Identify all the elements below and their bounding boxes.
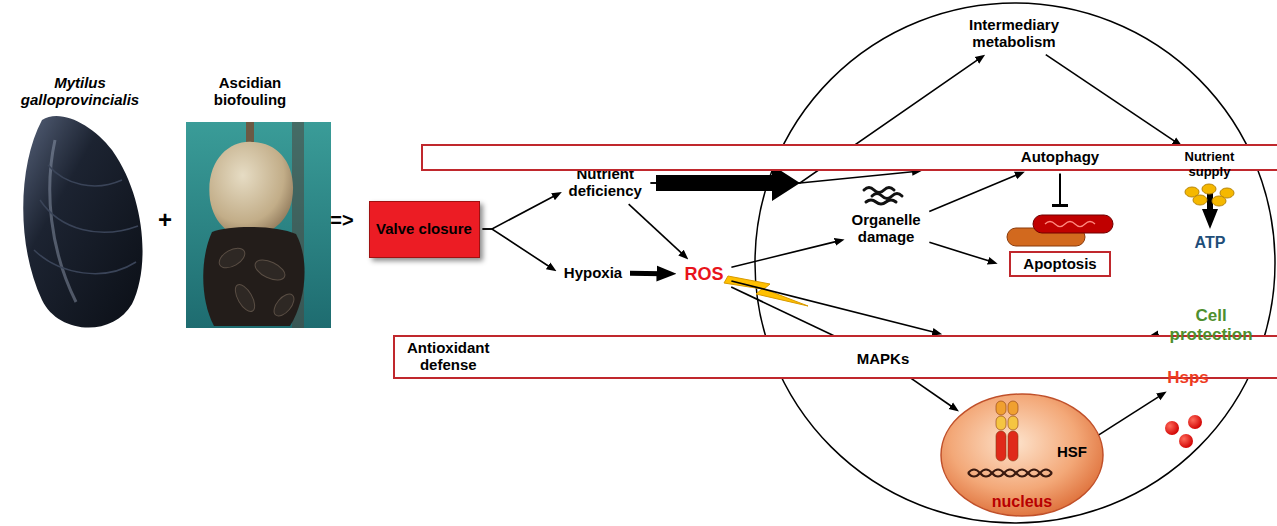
- arrow-connector: [630, 271, 663, 276]
- nutrient-coins: [1185, 184, 1234, 206]
- node-label: MAPKs: [856, 351, 910, 368]
- dna-strand: [968, 470, 1052, 477]
- arrow-connector: [1091, 395, 1161, 440]
- arrow-connector: [483, 229, 551, 268]
- cristae: [1045, 221, 1095, 226]
- text-node: MAPKs: [852, 349, 914, 370]
- text-node: Hsps: [1163, 366, 1214, 390]
- coin: [1202, 184, 1216, 194]
- arrow-connector: [929, 174, 1018, 211]
- arrow-connector: [1046, 55, 1177, 143]
- nucleus-ellipse: [941, 394, 1103, 516]
- node-label: Hypoxia: [563, 265, 623, 282]
- hsp-dot: [1179, 434, 1193, 448]
- node-label: Hsps: [1167, 368, 1210, 387]
- sea-water: [186, 122, 331, 328]
- hsf-subunit: [1008, 401, 1018, 415]
- node-label: Organelle damage: [852, 212, 921, 246]
- text-node: Nutrient supply: [1181, 148, 1240, 182]
- cell-outline: [755, 3, 1275, 523]
- growth-line: [48, 165, 122, 186]
- node-label: Nutrient supply: [1185, 150, 1235, 179]
- node-label: Intermediary metabolism: [969, 17, 1059, 51]
- figure-label: Ascidian biofouling: [213, 75, 287, 109]
- text-node: Organelle damage: [848, 210, 927, 248]
- process-box: Apoptosis: [1001, 209, 1120, 280]
- organelle-squiggle: [864, 188, 894, 193]
- node-label: ROS: [684, 264, 725, 284]
- text-node: HSF: [1053, 442, 1092, 463]
- text-node: Intermediary metabolism: [965, 15, 1065, 53]
- figure-label: =>: [330, 209, 355, 231]
- nucleus-shape: HSF nucleus: [940, 393, 1104, 517]
- lightning-bolt: [724, 276, 808, 306]
- organelle-squiggle: [866, 200, 896, 204]
- text-node: ROS: [680, 262, 729, 287]
- arrow-connector: [651, 171, 916, 183]
- hsp-dot: [1165, 421, 1179, 435]
- dna-strand: [968, 470, 1052, 477]
- hsp-dot: [1188, 415, 1202, 429]
- text-node: Cell protection: [1166, 304, 1259, 347]
- clump-mussel: [231, 282, 258, 315]
- mitochondria-icon: [1005, 211, 1115, 251]
- clump-mussel: [216, 244, 248, 272]
- node-label: Antioxidant defense: [407, 340, 490, 374]
- hsp-dots: [1165, 415, 1202, 448]
- process-box: Autophagy: [421, 144, 1277, 171]
- node-label: Autophagy: [435, 149, 1277, 166]
- node-label: Cell protection: [1170, 306, 1253, 344]
- arrow-connector: [1059, 174, 1061, 206]
- node-label: Apoptosis: [1023, 256, 1096, 273]
- mussel-clump: [203, 227, 304, 326]
- hsf-subunit: [1008, 416, 1018, 430]
- node-label: Nutrient deficiency: [569, 166, 642, 200]
- figure-label: +: [157, 207, 173, 234]
- process-box: Valve closure: [369, 201, 480, 258]
- text-node: ATP: [1190, 232, 1230, 254]
- mitochondrion: [1033, 215, 1113, 233]
- coin: [1212, 196, 1226, 206]
- text-node: Hypoxia: [559, 263, 627, 284]
- organelle-squiggle: [872, 194, 902, 199]
- growth-line: [40, 200, 138, 232]
- coin: [1193, 195, 1207, 205]
- hsf-subunit: [996, 401, 1006, 415]
- damaged-organelles: [864, 188, 902, 205]
- hsf-subunit: [996, 431, 1006, 461]
- outlined-box: Apoptosis: [1009, 251, 1110, 278]
- figure-label: Mytilus galloprovincialis: [20, 75, 140, 109]
- hsf-subunit: [996, 416, 1006, 430]
- arrow-connector: [731, 281, 935, 333]
- process-box: Antioxidant defense: [393, 335, 1277, 379]
- arrow-connector: [929, 242, 991, 261]
- arrow-connector: [629, 204, 684, 255]
- ascidian-photo: [186, 122, 331, 328]
- hsf-subunit: [1008, 431, 1018, 461]
- clump-mussel: [270, 291, 297, 320]
- arrow-connector: [731, 241, 837, 267]
- ascidian-body: [209, 142, 293, 238]
- mussel-photo: [23, 116, 142, 328]
- node-label: Valve closure: [376, 221, 473, 238]
- growth-line: [34, 250, 136, 274]
- node-label: ATP: [1194, 234, 1226, 252]
- nucleus-label: nucleus: [992, 493, 1052, 511]
- node-label: HSF: [1057, 444, 1088, 461]
- arrow-connector: [483, 195, 556, 229]
- mussel-shell: [23, 116, 142, 328]
- clump-mussel: [252, 256, 288, 284]
